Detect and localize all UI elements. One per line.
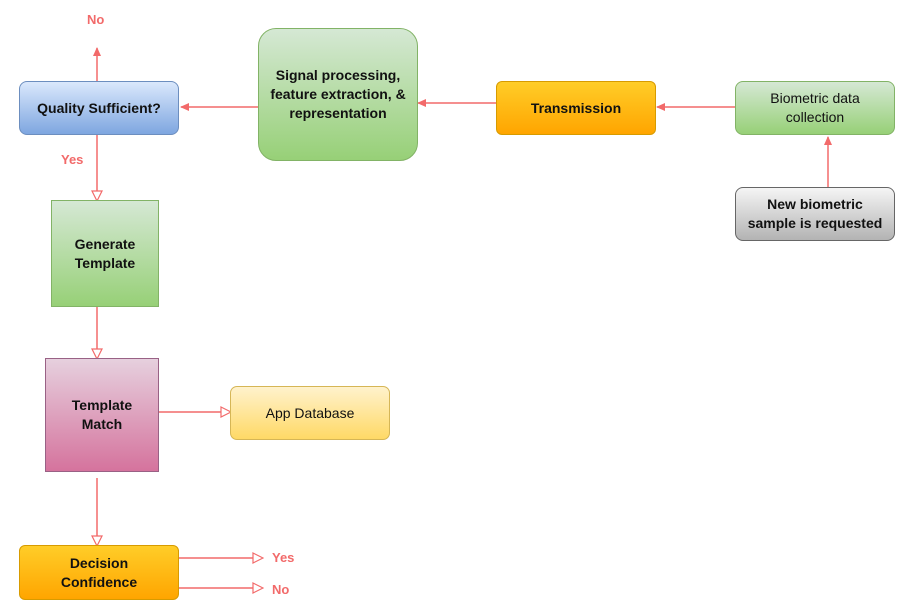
- generate-template-node: Generate Template: [51, 200, 159, 307]
- app-database-label: App Database: [265, 404, 355, 421]
- generate-template-label: Generate Template: [74, 235, 136, 271]
- template-match-node: Template Match: [45, 358, 159, 472]
- app-database-node: App Database: [230, 386, 390, 440]
- decision-confidence-node: Decision Confidence: [19, 545, 179, 600]
- quality-sufficient-label: Quality Sufficient?: [37, 99, 161, 116]
- new-sample-requested-label: New biometric sample is requested: [747, 196, 883, 231]
- transmission-node: Transmission: [496, 81, 656, 135]
- decision-confidence-label: Decision Confidence: [60, 554, 138, 590]
- decision-yes-label: Yes: [272, 550, 295, 565]
- signal-processing-label: Signal processing, feature extraction, &…: [270, 67, 406, 121]
- quality-no-label: No: [87, 12, 105, 27]
- quality-yes-label: Yes: [61, 152, 84, 167]
- template-match-label: Template Match: [71, 397, 133, 432]
- quality-sufficient-node: Quality Sufficient?: [19, 81, 179, 135]
- biometric-data-collection-label: Biometric data collection: [770, 90, 860, 125]
- biometric-data-collection-node: Biometric data collection: [735, 81, 895, 135]
- transmission-label: Transmission: [530, 99, 622, 116]
- new-sample-requested-node: New biometric sample is requested: [735, 187, 895, 241]
- decision-no-label: No: [272, 582, 290, 597]
- signal-processing-node: Signal processing, feature extraction, &…: [258, 28, 418, 161]
